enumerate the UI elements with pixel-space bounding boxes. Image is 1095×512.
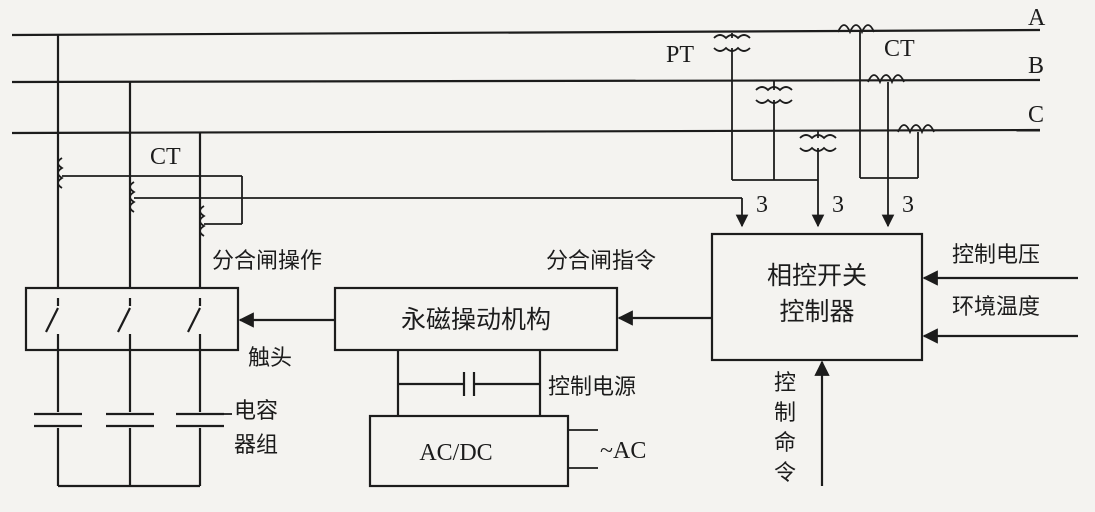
busbar-b-label: B	[1028, 53, 1044, 79]
left-ct-windings	[57, 157, 749, 237]
signal-count-ct: 3	[902, 192, 914, 218]
acdc-label: AC/DC	[419, 440, 492, 466]
busbar-c	[11, 128, 1041, 135]
control-power-label: 控制电源	[548, 375, 636, 400]
pt-transformers	[713, 33, 837, 228]
control-power-circuit	[396, 350, 542, 416]
switch-command-label: 分合闸指令	[546, 249, 656, 274]
control-command-char-1: 控	[774, 371, 796, 396]
controller-label-line1: 相控开关	[767, 261, 867, 290]
acdc-block	[368, 414, 570, 488]
busbar-b	[11, 78, 1041, 84]
busbar-a	[11, 28, 1041, 37]
signal-count-left: 3	[756, 192, 768, 218]
busbar-c-label: C	[1028, 102, 1044, 128]
actuator-label: 永磁操动机构	[401, 305, 551, 334]
top-ct-label: CT	[884, 36, 915, 62]
control-command-char-3: 命	[774, 431, 796, 456]
capacitor-bank-label-2: 器组	[234, 433, 278, 458]
ac-input-lines	[568, 429, 598, 469]
switch-contacts	[45, 298, 202, 350]
capacitor-bank-label-1: 电容	[234, 399, 278, 424]
control-voltage-label: 控制电压	[952, 243, 1040, 268]
top-ct-windings	[837, 24, 935, 228]
busbar-a-label: A	[1028, 5, 1046, 31]
ambient-temperature-label: 环境温度	[952, 295, 1040, 320]
pt-label: PT	[666, 42, 694, 68]
contacts-box	[24, 286, 240, 352]
signal-count-pt: 3	[832, 192, 844, 218]
left-ct-label: CT	[150, 144, 181, 170]
control-command-char-4: 令	[774, 461, 796, 486]
switch-operation-label: 分合闸操作	[212, 249, 322, 274]
contacts-label: 触头	[248, 346, 292, 371]
control-command-char-2: 制	[774, 401, 796, 426]
ac-input-label: ~AC	[600, 438, 646, 464]
capacitor-bank	[34, 412, 232, 428]
phase-controller-block	[710, 232, 924, 362]
controller-label-line2: 控制器	[779, 297, 854, 326]
